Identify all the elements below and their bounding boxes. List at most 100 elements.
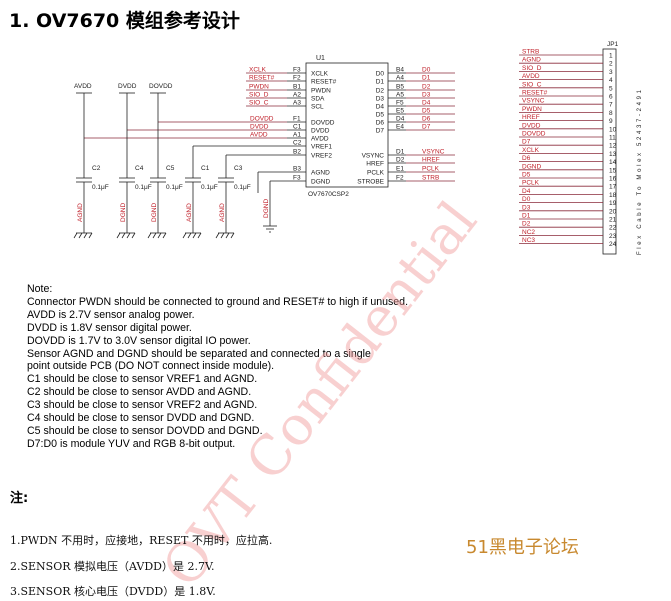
jp1-pin-number: 5 — [609, 85, 613, 92]
u1-data-net-label: D2 — [422, 84, 431, 91]
u1-data-pin-name: D4 — [376, 104, 385, 111]
jp1-net-label: DGND — [522, 163, 541, 170]
jp1-net-label: HREF — [522, 114, 540, 121]
u1-data-pin-name: D2 — [376, 88, 385, 95]
jp1-pin-number: 8 — [609, 110, 613, 117]
ground-hatch — [88, 232, 93, 239]
jp1-net-label: D3 — [522, 204, 531, 211]
u1-power-net-label: DOVDD — [250, 116, 274, 123]
u1-right-ball: A4 — [396, 75, 404, 82]
ground-hatch — [121, 232, 126, 239]
notes-line: Sensor AGND and DGND should be separated… — [27, 347, 371, 360]
ground-hatch — [131, 232, 136, 239]
jp1-pin-number: 11 — [609, 135, 616, 142]
cap-value-label: 0.1μF — [201, 184, 218, 191]
u1-left-ball: B3 — [293, 166, 301, 173]
u1-data-pin-name: D6 — [376, 120, 385, 127]
jp1-net-label: NC3 — [522, 237, 535, 244]
jp1-net-label: D7 — [522, 139, 531, 146]
jp1-net-label: DVDD — [522, 122, 541, 129]
ground-hatch — [215, 232, 220, 239]
u1-left-pin-name: VREF1 — [311, 144, 332, 151]
cn-note-2: 2.SENSOR 模拟电压（AVDD）是 2.7V. — [10, 560, 215, 573]
u1-left-pin-name: DOVDD — [311, 120, 335, 127]
ground-hatch — [152, 232, 157, 239]
u1-ctrl-net-label: VSYNC — [422, 149, 445, 156]
u1-right-ball: E4 — [396, 124, 404, 131]
forum-logo-text: 51黑电子论坛 — [466, 537, 579, 558]
ground-hatch — [116, 232, 121, 239]
jp1-net-label: STRB — [522, 49, 539, 56]
u1-power-net-label: DVDD — [250, 124, 269, 131]
ground-hatch — [83, 232, 88, 239]
u1-data-net-label: D5 — [422, 108, 431, 115]
jp1-net-label: AVDD — [522, 73, 540, 80]
jp1-description: Flex Cable To Molex 52437-2491 — [637, 89, 643, 255]
u1-ctrl-pin-name: HREF — [366, 161, 384, 168]
cap-ref-label: C5 — [166, 165, 175, 172]
u1-right-ball: E5 — [396, 108, 404, 115]
jp1-pin-number: 3 — [609, 69, 613, 76]
u1-part-label: OV7670CSP2 — [308, 191, 349, 198]
notes-line: DOVDD is 1.7V to 3.0V sensor digital IO … — [27, 334, 251, 347]
u1-left-ball: B2 — [293, 149, 301, 156]
jp1-pin-number: 20 — [609, 208, 617, 215]
ground-hatch — [147, 232, 152, 239]
notes-line: C4 should be close to sensor DVDD and DG… — [27, 412, 255, 425]
jp1-net-label: SIO_D — [522, 65, 542, 72]
notes-line: C1 should be close to sensor VREF1 and A… — [27, 373, 258, 386]
u1-data-net-label: D4 — [422, 100, 431, 107]
u1-left-pin-name: VREF2 — [311, 153, 332, 160]
u1-ground-label: DGND — [263, 199, 270, 218]
jp1-pin-number: 2 — [609, 61, 613, 68]
notes-line: C5 should be close to sensor DOVDD and D… — [27, 424, 263, 437]
page-title: 1. OV7670 模组参考设计 — [9, 10, 240, 32]
u1-ctrl-net-label: HREF — [422, 157, 440, 164]
jp1-net-label: D2 — [522, 221, 531, 228]
u1-data-net-label: D3 — [422, 92, 431, 99]
jp1-pin-number: 16 — [609, 176, 617, 183]
notes-line: Connector PWDN should be connected to gr… — [27, 295, 409, 308]
ground-hatch — [78, 232, 83, 239]
ground-hatch — [220, 232, 225, 239]
u1-left-net-label: XCLK — [249, 67, 267, 74]
jp1-net-label: SIO_C — [522, 81, 542, 88]
u1-right-ball: D2 — [396, 157, 405, 164]
power-rail-label: DOVDD — [149, 83, 173, 90]
jp1-pin-number: 12 — [609, 143, 617, 150]
jp1-pin-number: 17 — [609, 184, 617, 191]
jp1-pin-number: 1 — [609, 53, 613, 60]
cap-ground-label: AGND — [219, 203, 226, 222]
jp1-net-label: D6 — [522, 155, 531, 162]
u1-data-pin-name: D1 — [376, 79, 385, 86]
jp1-ref-label: JP1 — [607, 41, 619, 48]
cn-note-1: 1.PWDN 不用时，应接地，RESET 不用时，应拉高. — [10, 534, 273, 547]
u1-left-net-label: SIO_C — [249, 100, 269, 107]
cap-value-label: 0.1μF — [92, 184, 109, 191]
ground-hatch — [182, 232, 187, 239]
u1-left-pin-name: SCL — [311, 104, 324, 111]
u1-right-ball: D1 — [396, 149, 405, 156]
u1-left-pin-name: PWDN — [311, 88, 331, 95]
u1-data-pin-name: D3 — [376, 96, 385, 103]
cap-ground-label: DGND — [120, 203, 127, 222]
u1-left-net-label: PWDN — [249, 84, 269, 91]
jp1-pin-number: 15 — [609, 167, 617, 174]
jp1-net-label: NC2 — [522, 229, 535, 236]
jp1-net-label: AGND — [522, 57, 541, 64]
u1-right-ball: B5 — [396, 84, 404, 91]
jp1-pin-number: 13 — [609, 151, 617, 158]
jp1-pin-number: 18 — [609, 192, 617, 199]
cap-value-label: 0.1μF — [166, 184, 183, 191]
jp1-pin-number: 10 — [609, 126, 617, 133]
ground-hatch — [73, 232, 78, 239]
jp1-pin-number: 7 — [609, 102, 613, 109]
u1-left-ball: A2 — [293, 92, 301, 99]
u1-left-net-label: SIO_D — [249, 92, 269, 99]
u1-left-net-label: RESET# — [249, 75, 275, 82]
ground-hatch — [192, 232, 197, 239]
notes-line: Note: — [27, 283, 53, 295]
u1-right-ball: A5 — [396, 92, 404, 99]
jp1-net-label: VSYNC — [522, 98, 545, 105]
jp1-connector-body — [602, 48, 617, 255]
